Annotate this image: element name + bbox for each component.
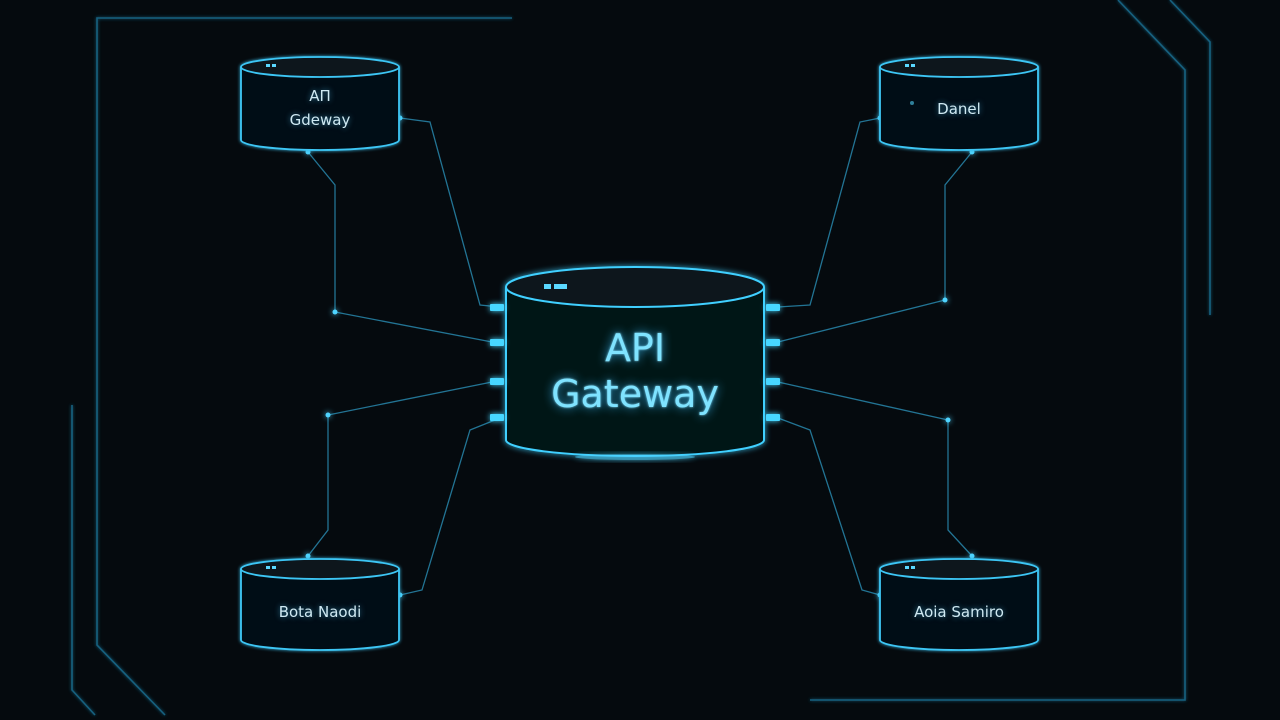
node-top-right xyxy=(879,56,1039,151)
center-label-line1: API xyxy=(604,326,666,370)
top-left-node-label: AΠ Gdeway xyxy=(241,84,399,132)
bottom-right-label-line1: Aoia Samiro xyxy=(914,603,1004,621)
connector-lines xyxy=(307,117,973,596)
center-base-glow xyxy=(575,454,695,460)
bottom-left-label-line1: Bota Naodi xyxy=(278,603,362,621)
top-left-label-line2: Gdeway xyxy=(289,111,351,129)
top-right-node-label: Danel xyxy=(880,97,1038,121)
bottom-left-node-label: Bota Naodi xyxy=(241,600,399,624)
frame-lines xyxy=(71,0,1211,716)
center-ports xyxy=(490,304,780,421)
bottom-right-node-label: Aoia Samiro xyxy=(880,600,1038,624)
center-node-label: API Gateway xyxy=(506,325,764,417)
top-left-label-line1: AΠ xyxy=(309,87,331,105)
node-bottom-right xyxy=(879,558,1039,651)
node-bottom-left xyxy=(240,558,400,651)
top-right-label-line1: Danel xyxy=(937,100,981,118)
center-label-line2: Gateway xyxy=(551,372,719,416)
node-top-left xyxy=(240,56,400,151)
